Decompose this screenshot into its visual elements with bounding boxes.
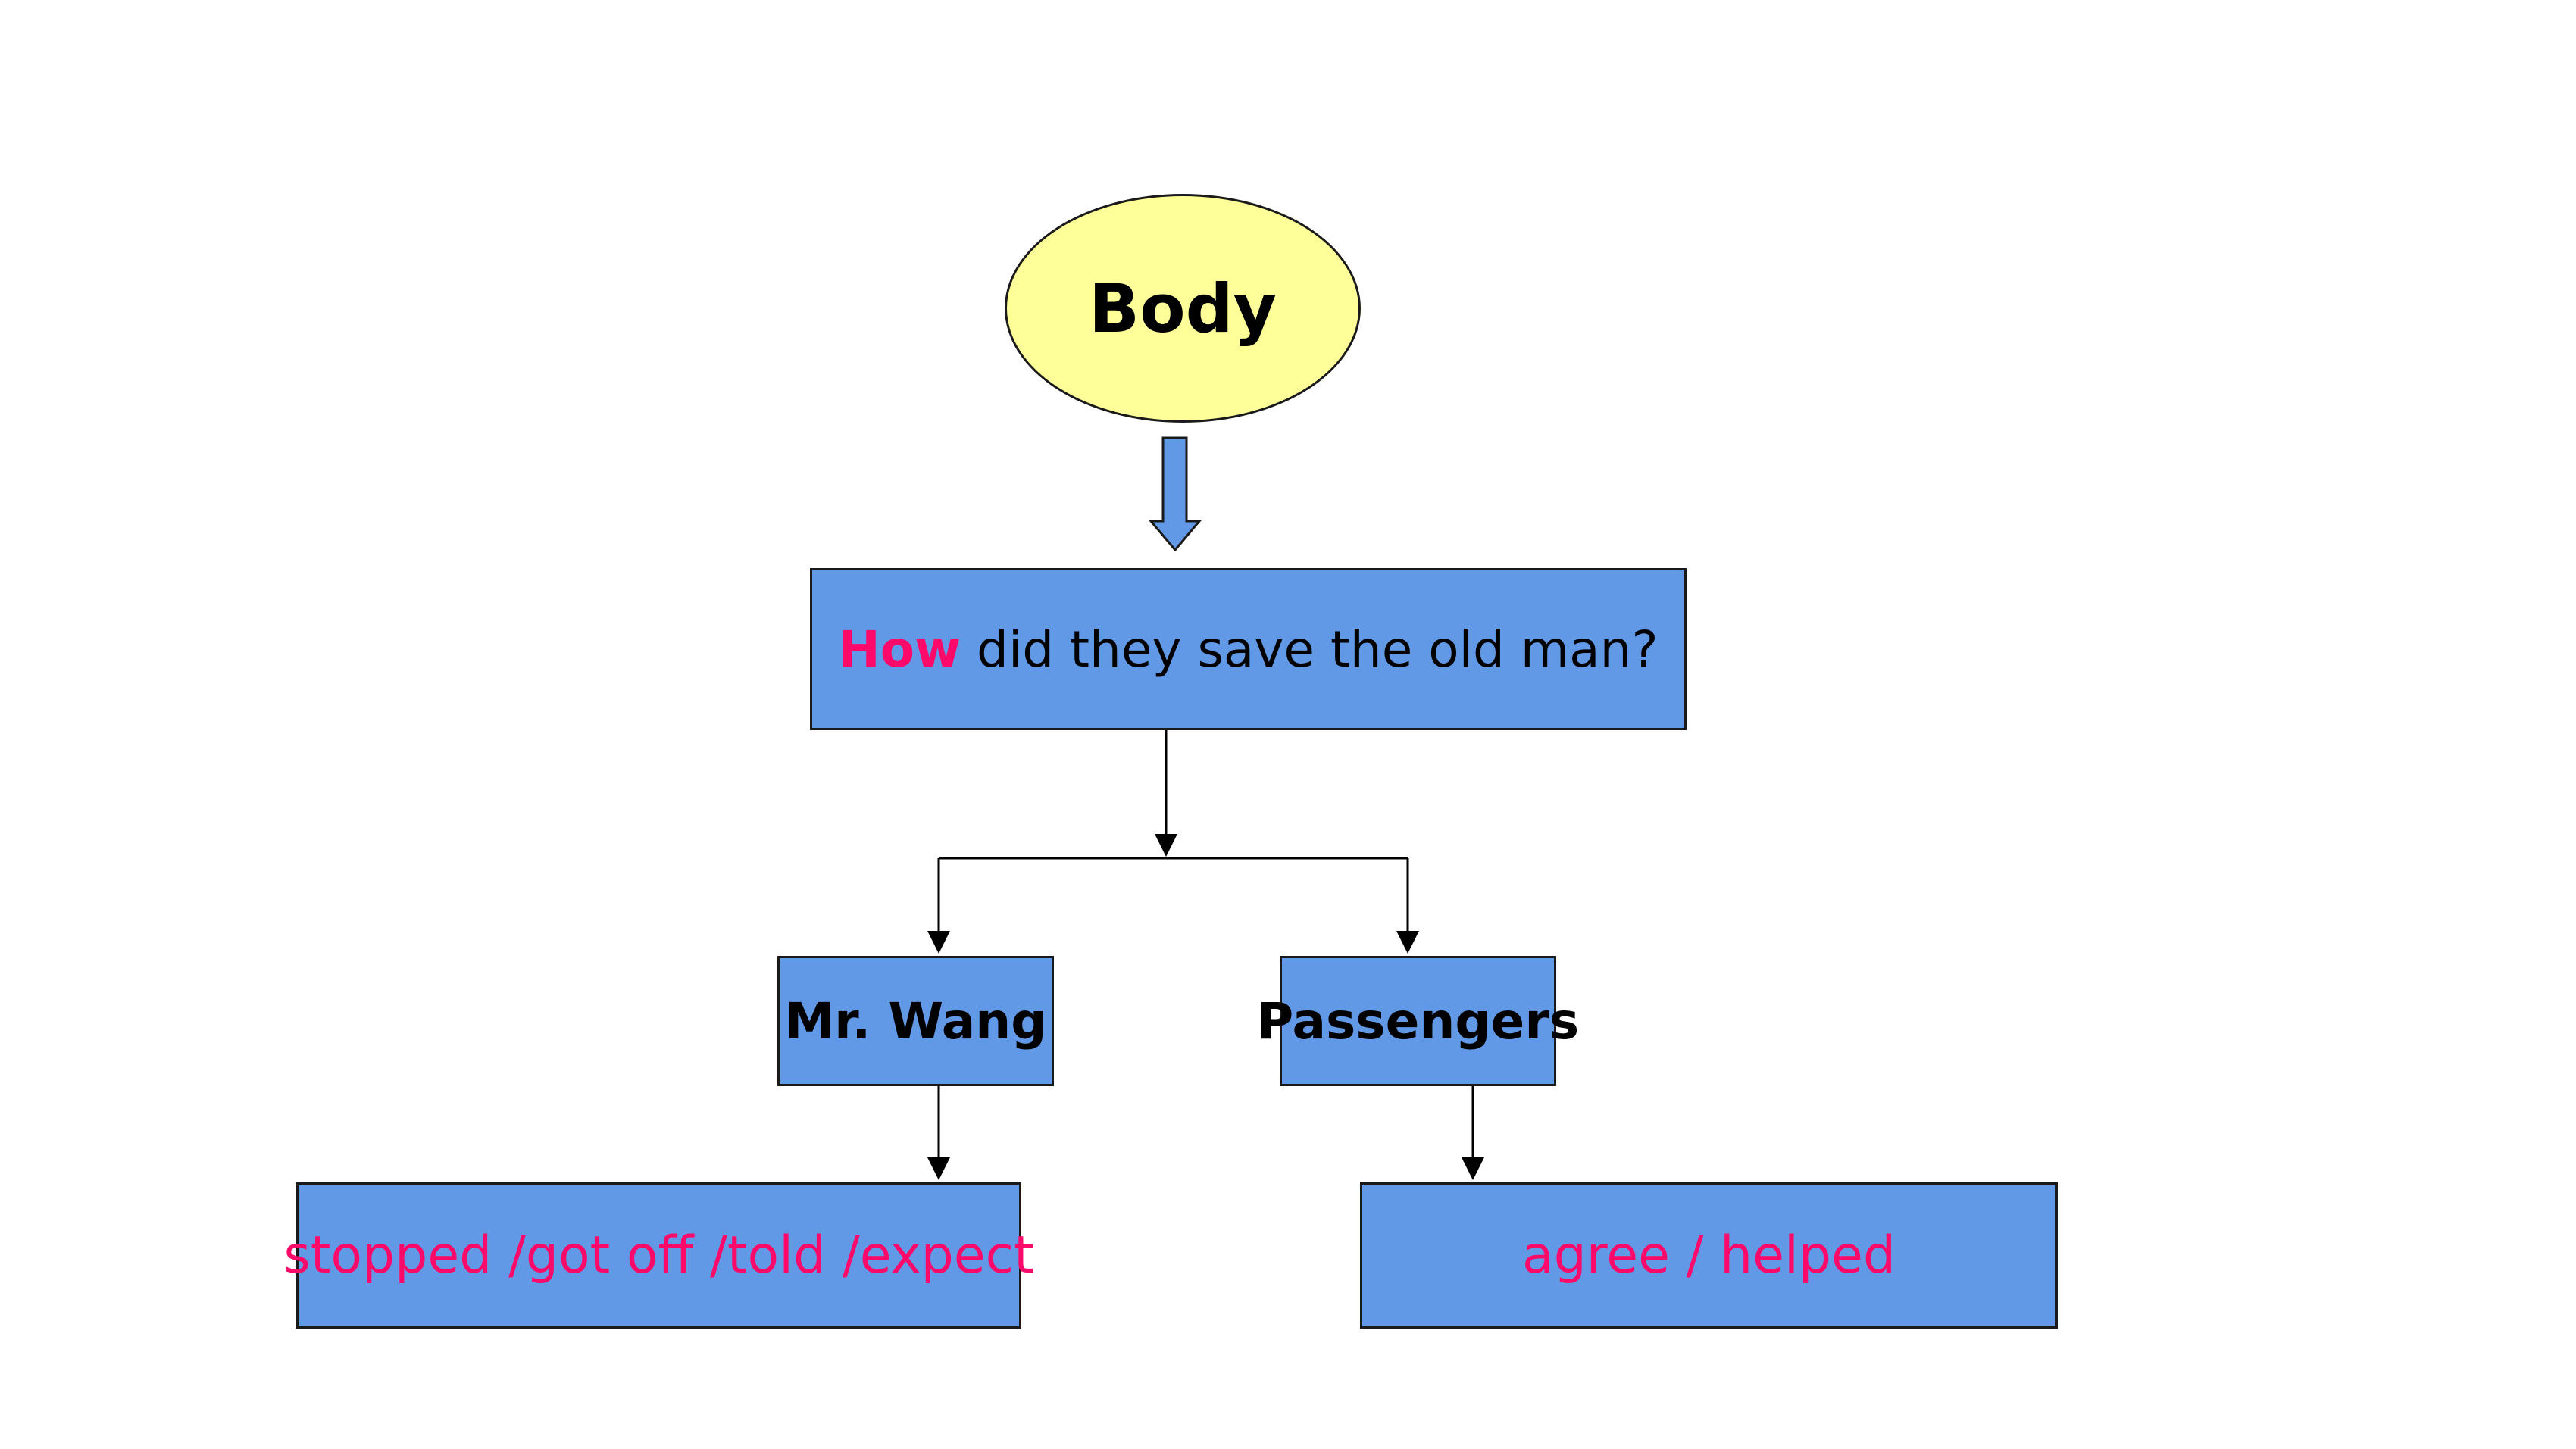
passengers-label: Passengers [1256, 992, 1580, 1051]
wang-actions-text: stopped /got off /told /expect [283, 1226, 1034, 1285]
mr-wang-label: Mr. Wang [784, 992, 1047, 1051]
mr-wang-box: Mr. Wang [777, 956, 1054, 1086]
passengers-actions-text: agree / helped [1521, 1226, 1896, 1285]
question-text: How did they save the old man? [839, 620, 1658, 679]
passengers-actions-box: agree / helped [1360, 1182, 2058, 1329]
wang-actions-box: stopped /got off /told /expect [283, 1182, 1034, 1329]
body-ellipse: Body [1005, 194, 1361, 423]
question-highlight: How [838, 620, 961, 679]
body-label: Body [1089, 269, 1277, 348]
question-rest: did they save the old man? [961, 620, 1658, 679]
question-box: How did they save the old man? [810, 568, 1687, 730]
block-arrow-down-icon [1148, 436, 1202, 552]
passengers-box: Passengers [1257, 956, 1579, 1086]
